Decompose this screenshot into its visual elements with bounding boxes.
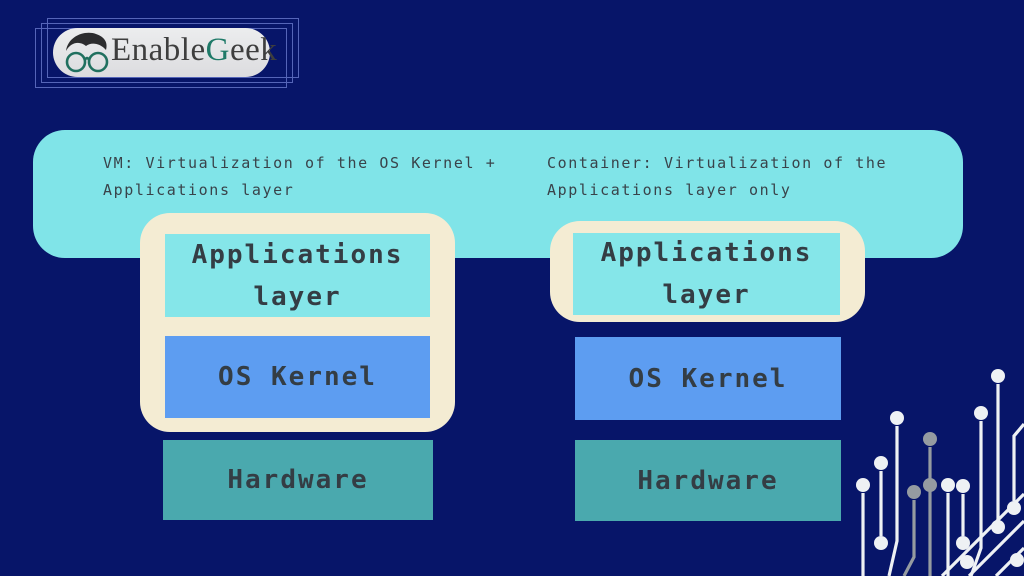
vm-hardware-label: Hardware (227, 465, 369, 495)
logo-frame-rect (41, 23, 293, 83)
container-applications-layer-label: Applications layer (600, 238, 813, 310)
container-os-kernel-label: OS Kernel (628, 363, 788, 394)
vm-applications-layer-box: Applications layer (165, 234, 430, 317)
logo-wordmark: EnableGeek (111, 32, 277, 69)
logo-text-eek: eek (229, 32, 278, 68)
vm-os-kernel-box: OS Kernel (165, 336, 430, 418)
circuit-traces-icon (856, 369, 1024, 576)
container-caption: Container: Virtualization of the Applica… (547, 150, 887, 204)
container-applications-layer-box: Applications layer (573, 233, 840, 315)
vm-hardware-box: Hardware (163, 440, 433, 520)
enablegeek-logo: EnableGeek (53, 28, 277, 80)
vm-applications-layer-label: Applications layer (191, 239, 404, 312)
vm-caption-line2: Applications layer (103, 181, 295, 199)
logo-frame-rect (47, 18, 299, 78)
logo-text-g: G (205, 32, 230, 68)
container-os-kernel-box: OS Kernel (575, 337, 841, 420)
vm-caption-line1: VM: Virtualization of the OS Kernel + (103, 154, 497, 172)
vm-os-kernel-label: OS Kernel (218, 362, 377, 392)
vm-caption: VM: Virtualization of the OS Kernel + Ap… (103, 150, 496, 204)
container-caption-line1: Container: Virtualization of the (547, 154, 888, 172)
logo-text-enable: Enable (111, 32, 206, 68)
geek-glasses-icon (63, 30, 113, 80)
container-hardware-box: Hardware (575, 440, 841, 521)
container-hardware-label: Hardware (637, 465, 779, 496)
container-caption-line2: Applications layer only (547, 181, 792, 199)
